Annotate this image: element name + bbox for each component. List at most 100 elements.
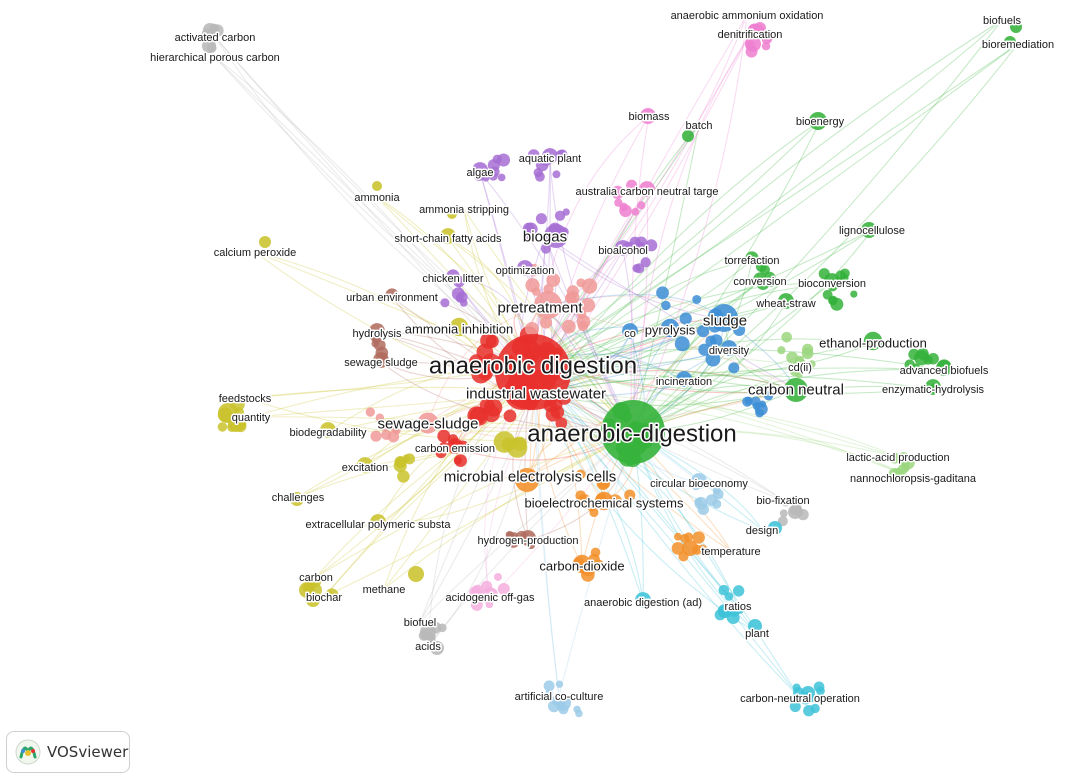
node-bioremediation[interactable] — [1004, 36, 1016, 48]
node-label-lignocellulose[interactable]: lignocellulose — [837, 223, 906, 238]
node-label-batch[interactable]: batch — [684, 118, 714, 133]
node-label-biodegradability[interactable]: biodegradability — [288, 425, 369, 440]
node-carbon-neutral[interactable] — [784, 378, 808, 402]
node-label-bio-fixation[interactable]: bio-fixation — [755, 493, 811, 508]
node-aquatic-plant[interactable] — [542, 148, 558, 164]
node-excitation[interactable] — [357, 457, 373, 473]
node-co[interactable] — [622, 323, 638, 339]
node-calcium-peroxide[interactable] — [259, 236, 271, 248]
node-bioenergy[interactable] — [809, 112, 827, 130]
node-label-ethanol-production[interactable]: ethanol-production — [818, 334, 929, 352]
node-australia-carbon-neutral-targe[interactable] — [639, 181, 655, 197]
node-label-optimization[interactable]: optimization — [494, 263, 556, 278]
node-anaerobic-digestion-ad[interactable] — [635, 592, 651, 608]
node-quantity[interactable] — [228, 416, 244, 432]
node-pretreatment[interactable] — [534, 291, 562, 319]
node-carbon-neutral-operation[interactable] — [801, 686, 815, 700]
node-anaerobic-digestion-hyphen[interactable] — [601, 400, 665, 464]
node-label-conversion[interactable]: conversion — [732, 274, 788, 289]
node-label-co[interactable]: co — [623, 326, 638, 341]
node-label-carbon[interactable]: carbon — [298, 570, 335, 585]
node-label-urban-environment[interactable]: urban environment — [345, 290, 440, 305]
node-label-temperature[interactable]: temperature — [700, 544, 762, 559]
node-optimization[interactable] — [517, 260, 533, 276]
node-biofuel[interactable] — [420, 624, 436, 640]
node-label-hydrolysis[interactable]: hydrolysis — [351, 326, 403, 341]
node-nannochloropsis-gaditana[interactable] — [892, 468, 904, 480]
node-bioalcohol[interactable] — [615, 240, 631, 256]
node-label-nannochloropsis-gaditana[interactable]: nannochloropsis-gaditana — [849, 471, 979, 486]
node-ethanol-production[interactable] — [863, 331, 883, 351]
node-advanced-biofuels[interactable] — [936, 360, 952, 376]
node-biogas[interactable] — [544, 224, 568, 248]
node-hydrolysis[interactable] — [369, 323, 385, 339]
node-torrefaction[interactable] — [745, 251, 759, 265]
node-label-bioremediation[interactable]: bioremediation — [980, 37, 1055, 52]
node-algae[interactable] — [472, 162, 488, 178]
node-label-pretreatment[interactable]: pretreatment — [496, 298, 585, 318]
node-bioconversion[interactable] — [824, 273, 840, 289]
node-label-plant[interactable]: plant — [744, 626, 771, 641]
node-label-methane[interactable]: methane — [361, 582, 407, 597]
node-anaerobic-ammonium-oxidation[interactable] — [754, 22, 766, 34]
node-label-pyrolysis[interactable]: pyrolysis — [643, 321, 697, 339]
node-label-microbial-electrolysis-cells[interactable]: microbial electrolysis cells — [442, 467, 618, 487]
vosviewer-badge[interactable]: VOSviewer — [6, 731, 130, 773]
node-label-diversity[interactable]: diversity — [707, 343, 751, 358]
node-label-bioconversion[interactable]: bioconversion — [797, 276, 868, 291]
node-plant[interactable] — [748, 619, 762, 633]
node-label-bioelectrochemical-systems[interactable]: bioelectrochemical systems — [523, 494, 685, 512]
node-sludge[interactable] — [710, 304, 738, 332]
node-label-cd-ii[interactable]: cd(ii) — [787, 360, 814, 375]
node-biofuels[interactable] — [1010, 21, 1022, 33]
node-label-carbon-neutral[interactable]: carbon neutral — [747, 380, 846, 400]
node-ammonia-inhibition[interactable] — [449, 317, 469, 337]
node-microbial-electrolysis-cells[interactable] — [515, 468, 539, 492]
node-label-torrefaction[interactable]: torrefaction — [723, 253, 781, 268]
node-chicken-litter[interactable] — [446, 269, 460, 283]
node-label-acids[interactable]: acids — [414, 639, 443, 654]
node-label-design[interactable]: design — [744, 523, 779, 538]
node-label-carbon-neutral-operation[interactable]: carbon-neutral operation — [739, 691, 862, 706]
node-label-bioalcohol[interactable]: bioalcohol — [597, 243, 650, 258]
node-label-bioenergy[interactable]: bioenergy — [794, 114, 846, 129]
node-cd-ii[interactable] — [793, 358, 807, 372]
node-sewage-sludge[interactable] — [373, 352, 389, 368]
node-pyrolysis[interactable] — [660, 318, 680, 338]
node-label-hierarchical-porous-carbon[interactable]: hierarchical porous carbon — [149, 50, 282, 65]
node-enzymatic-hydrolysis[interactable] — [925, 379, 941, 395]
node-label-acidogenic-off-gas[interactable]: acidogenic off-gas — [444, 590, 537, 605]
node-urban-environment[interactable] — [385, 288, 399, 302]
node-incineration[interactable] — [676, 371, 692, 387]
node-label-carbon-dioxide[interactable]: carbon-dioxide — [538, 557, 626, 575]
node-label-advanced-biofuels[interactable]: advanced biofuels — [898, 363, 990, 378]
node-diversity[interactable] — [721, 340, 737, 356]
node-label-sewage-sludge[interactable]: sewage sludge — [343, 355, 419, 370]
node-ammonia-stripping[interactable] — [447, 209, 457, 219]
node-label-extracellular-polymeric-substa[interactable]: extracellular polymeric substa — [304, 517, 453, 532]
node-bio-fixation[interactable] — [788, 505, 802, 519]
node-circular-bioeconomy[interactable] — [691, 473, 707, 489]
node-label-biofuel[interactable]: biofuel — [402, 615, 437, 630]
node-label-feedstocks[interactable]: feedstocks — [217, 391, 273, 406]
node-label-enzymatic-hydrolysis[interactable]: enzymatic-hydrolysis — [880, 382, 986, 397]
node-sewage-sludge-hyphen[interactable] — [417, 412, 439, 434]
node-batch[interactable] — [682, 130, 694, 142]
node-label-activated-carbon[interactable]: activated carbon — [173, 30, 257, 45]
node-label-biogas[interactable]: biogas — [521, 227, 568, 247]
node-label-biomass[interactable]: biomass — [627, 109, 671, 124]
node-label-hydrogen-production[interactable]: hydrogen-production — [476, 533, 580, 548]
node-label-calcium-peroxide[interactable]: calcium peroxide — [212, 245, 298, 260]
node-acids[interactable] — [430, 641, 444, 655]
node-carbon-emission[interactable] — [447, 438, 463, 454]
node-label-lactic-acid-production[interactable]: lactic-acid production — [845, 450, 951, 465]
node-label-aquatic-plant[interactable]: aquatic plant — [517, 151, 582, 166]
node-label-circular-bioeconomy[interactable]: circular bioeconomy — [649, 476, 750, 491]
node-challenges[interactable] — [290, 492, 304, 506]
node-industrial-wastewater[interactable] — [504, 374, 540, 410]
node-label-ammonia-inhibition[interactable]: ammonia inhibition — [403, 320, 514, 338]
node-label-industrial-wastewater[interactable]: industrial wastewater — [464, 384, 607, 404]
node-hierarchical-porous-carbon[interactable] — [202, 39, 216, 53]
node-biodegradability[interactable] — [320, 422, 336, 438]
